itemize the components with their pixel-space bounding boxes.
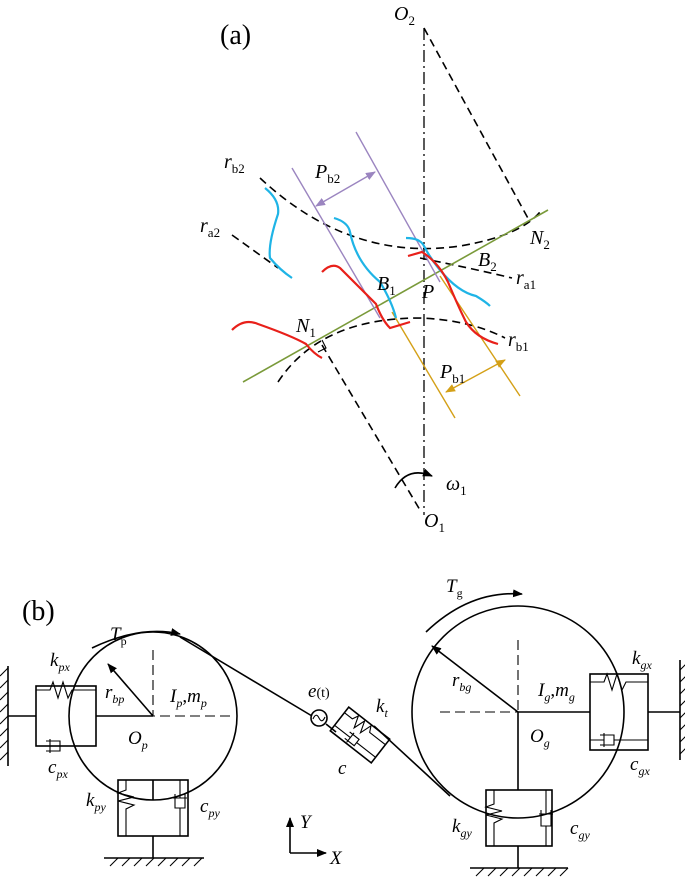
gear-tooth-blue-1 [264, 187, 293, 279]
n1-o1-radius [321, 344, 421, 511]
damper-cpx [36, 739, 96, 753]
label-cgx: cgx [630, 754, 650, 778]
label-o1: O1 [424, 510, 445, 535]
damper-cgx [590, 733, 648, 747]
gear-tooth-red-2 [321, 264, 411, 330]
label-omega1: ω1 [446, 473, 467, 498]
pinion-radius-rbp [107, 663, 154, 717]
label-kgx: kgx [632, 648, 652, 672]
label-ra1: ra1 [516, 267, 536, 292]
torque-arrow-tg [425, 589, 523, 633]
omega1-rotation-arrow [394, 468, 433, 489]
label-n2: N2 [529, 227, 550, 252]
label-kgy: kgy [452, 816, 472, 840]
label-rbg: rbg [452, 670, 471, 694]
label-kt: kt [376, 696, 388, 720]
gear-tooth-red-1 [231, 320, 323, 359]
panel-b-label: (b) [22, 596, 55, 627]
mesh-spring-damper [329, 706, 391, 764]
pitch-arrow-pb1 [445, 359, 506, 393]
torque-arrow-tp [91, 628, 181, 649]
label-cpy: cpy [200, 796, 220, 820]
mesh-line-upper [179, 636, 313, 717]
addendum-circle-ra2 [231, 234, 279, 269]
gear-tooth-red-3 [407, 250, 499, 346]
label-x-axis: X [329, 848, 343, 869]
label-o2: O2 [394, 3, 415, 28]
label-b2: B2 [478, 249, 497, 274]
label-y-axis: Y [300, 812, 313, 833]
label-cpx: cpx [48, 757, 68, 781]
pitch-line-pb2-b [355, 131, 441, 283]
panel-b-dynamic-model: (b) [0, 576, 685, 877]
label-p: P [421, 281, 434, 303]
pinion-x-frame [35, 685, 97, 747]
label-kpy: kpy [86, 790, 106, 814]
error-source-circle [310, 709, 328, 727]
gear-radius-rbg [431, 645, 519, 713]
right-wall-hatch [679, 664, 685, 755]
o2-n2-radius [423, 27, 531, 223]
label-rb2: rb2 [224, 151, 245, 176]
panel-a-gear-mesh: (a) O2 O1 N2 N1 B1 B2 P Pb2 Pb1 rb2 ra2 … [200, 3, 550, 535]
label-ip-mp: Ip,mp [169, 686, 207, 710]
spring-kgy [484, 790, 504, 846]
spring-kgx [590, 672, 648, 692]
spring-kpx [36, 680, 96, 700]
label-tp: Tp [110, 624, 127, 648]
label-b1: B1 [377, 273, 396, 298]
label-kpx: kpx [50, 650, 70, 674]
left-wall-hatch [0, 667, 9, 761]
gear-circle [411, 605, 625, 819]
gear-y-frame [485, 789, 553, 847]
pitch-line-pb1-a [391, 311, 456, 419]
base-circle-rb2 [259, 177, 541, 250]
addendum-circle-ra1 [419, 257, 513, 279]
label-cgy: cgy [570, 818, 590, 842]
panel-a-label: (a) [220, 20, 251, 51]
damper-cgy [539, 790, 553, 846]
base-circle-rb1 [277, 317, 506, 383]
n1-right-angle-mark [317, 339, 327, 353]
label-rb1: rb1 [508, 329, 529, 354]
gear-ground-hatch [475, 867, 569, 877]
gear-tooth-blue-2 [333, 216, 398, 319]
label-et: e(t) [308, 681, 330, 702]
label-c: c [338, 758, 347, 779]
label-pb1: Pb1 [439, 361, 465, 386]
damper-cpy [173, 780, 187, 836]
pinion-ground-hatch [109, 857, 203, 867]
pitch-arrow-pb2 [315, 171, 376, 207]
gear-x-frame [589, 673, 649, 751]
spring-kpy [116, 780, 136, 836]
mesh-line-mid [325, 723, 337, 733]
label-n1: N1 [295, 315, 316, 340]
label-op: Op [128, 728, 148, 752]
label-pb2: Pb2 [314, 161, 340, 186]
line-of-action [242, 209, 549, 383]
label-ig-mg: Ig,mg [537, 680, 575, 704]
label-og: Og [530, 726, 550, 750]
label-rbp: rbp [105, 682, 124, 706]
label-ra2: ra2 [200, 215, 220, 240]
label-tg: Tg [446, 576, 463, 600]
error-source-wave [312, 714, 326, 722]
